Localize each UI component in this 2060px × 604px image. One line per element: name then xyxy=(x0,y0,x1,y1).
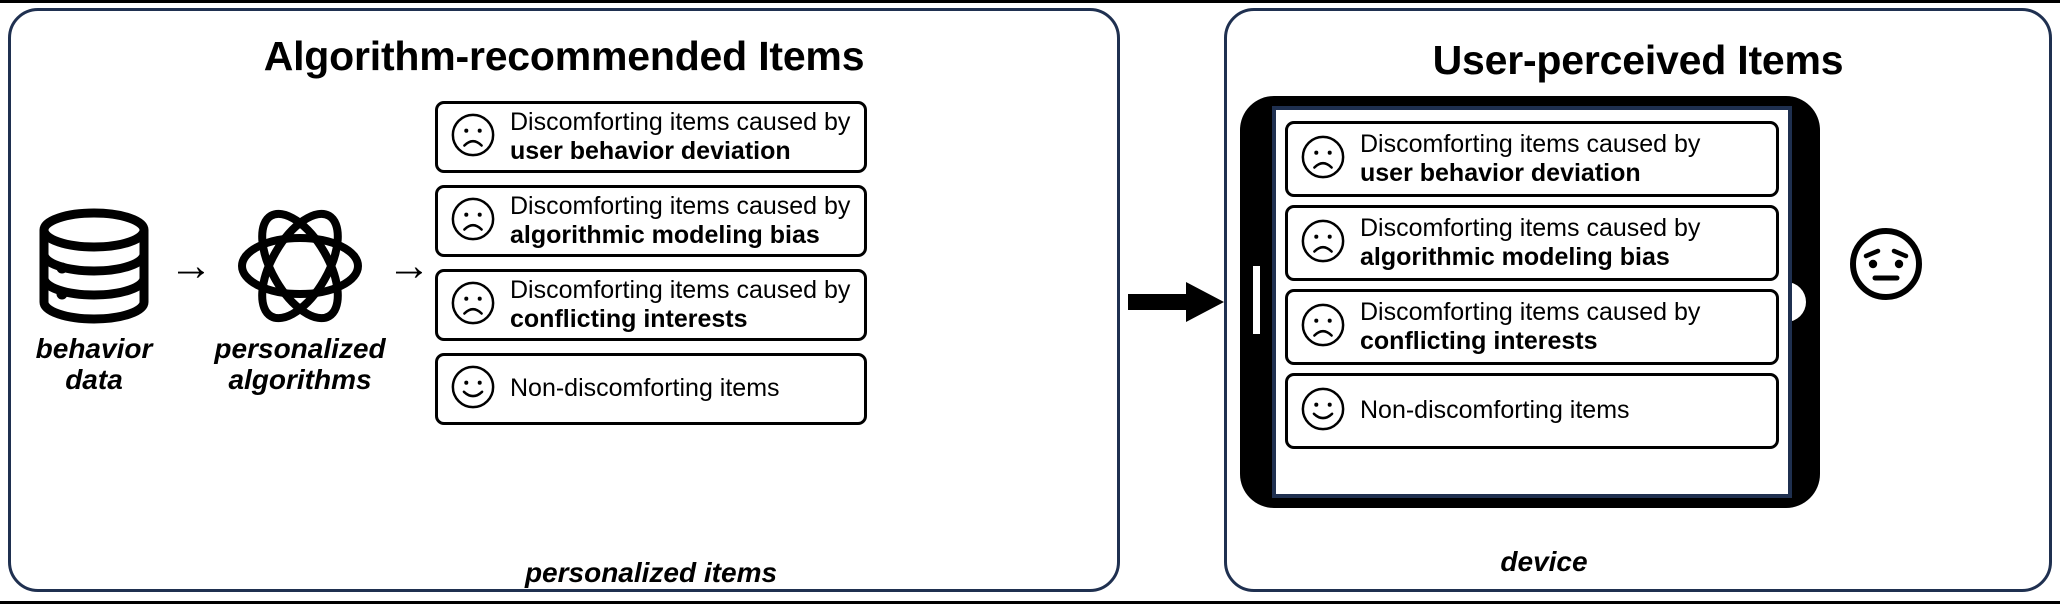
pipeline-label-behavior-data: behavior data xyxy=(35,333,153,396)
worried-face-icon xyxy=(1848,226,1924,302)
item-card-line-1: Discomforting items caused by xyxy=(510,107,851,136)
pipeline-label-personalized-algorithms: personalized algorithms xyxy=(214,333,386,396)
item-card-line-2: algorithmic modeling bias xyxy=(1360,243,1670,271)
item-card-line-2: conflicting interests xyxy=(510,305,748,333)
item-card-line-2: algorithmic modeling bias xyxy=(510,221,820,249)
atom-icon xyxy=(237,207,363,325)
figure-bottom-rule xyxy=(0,601,2060,604)
item-card-line-2: user behavior deviation xyxy=(510,137,791,165)
item-card-line-1: Non-discomforting items xyxy=(1360,396,1630,425)
item-card-line-1: Discomforting items caused by xyxy=(1360,297,1701,326)
pipeline-arrow-icon-1: → xyxy=(169,241,213,290)
item-card-text: Non-discomforting items xyxy=(1360,396,1630,425)
sad-face-icon xyxy=(450,112,496,163)
algorithm-recommended-panel: Algorithm-recommended Items behavior dat… xyxy=(8,8,1120,592)
sad-face-icon xyxy=(1300,302,1346,353)
item-card-text: Non-discomforting items xyxy=(510,374,780,403)
item-card-line-1: Discomforting items caused by xyxy=(1360,213,1701,242)
item-card[interactable]: Non-discomforting items xyxy=(435,353,867,425)
left-panel-title: Algorithm-recommended Items xyxy=(263,33,865,79)
earpiece-speaker-icon xyxy=(1253,266,1260,334)
sad-face-icon xyxy=(450,280,496,331)
pipeline-arrow-icon-2: → xyxy=(387,241,431,290)
item-card-line-2: conflicting interests xyxy=(1360,327,1598,355)
left-panel-caption: personalized items xyxy=(524,557,778,588)
item-card[interactable]: Non-discomforting items xyxy=(1285,373,1779,449)
item-card-line-1: Non-discomforting items xyxy=(510,374,780,403)
database-icon xyxy=(32,207,156,325)
pipeline-node-personalized-algorithms: personalized algorithms xyxy=(214,207,386,396)
happy-face-icon xyxy=(450,364,496,415)
sad-face-icon xyxy=(450,196,496,247)
right-arrow-icon xyxy=(1128,282,1224,322)
item-card-line-1: Discomforting items caused by xyxy=(510,191,851,220)
pipeline-node-behavior-data: behavior data xyxy=(31,207,157,396)
item-card-line-2: user behavior deviation xyxy=(1360,159,1641,187)
recommendation-pipeline: behavior data → personalized algorithms … xyxy=(31,207,431,417)
item-card-line-1: Discomforting items caused by xyxy=(1360,129,1701,158)
right-panel-title: User-perceived Items xyxy=(1432,37,1844,83)
sad-face-icon xyxy=(1300,218,1346,269)
sad-face-icon xyxy=(1300,134,1346,185)
item-card-line-1: Discomforting items caused by xyxy=(510,275,851,304)
figure-top-rule xyxy=(0,0,2060,3)
right-panel-caption: device xyxy=(1500,546,1588,577)
happy-face-icon xyxy=(1300,386,1346,437)
